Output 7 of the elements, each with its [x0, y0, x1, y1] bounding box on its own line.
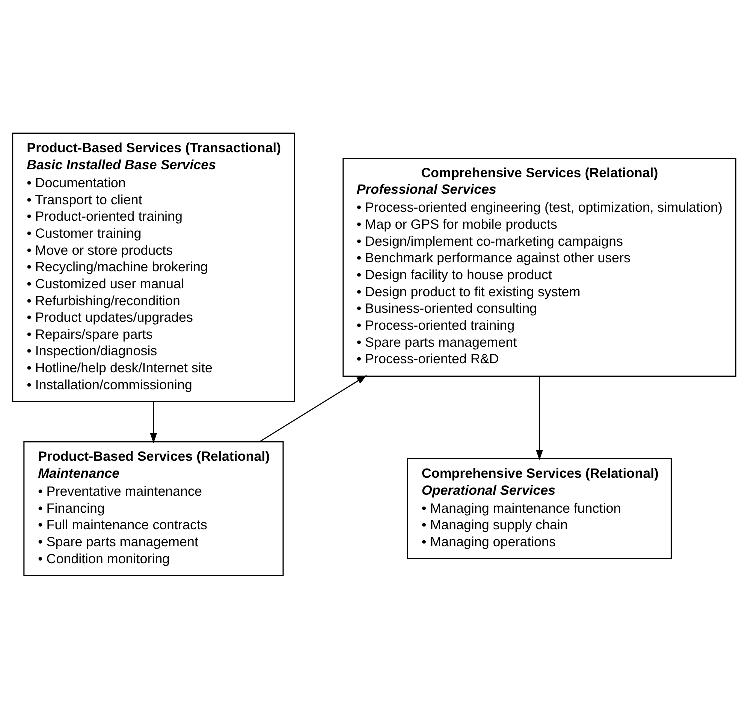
node-box: Comprehensive Services (Relational) Operational Services • Managing maintenance function • Managing supply chain • Managing operations	[407, 458, 672, 560]
node-box: Comprehensive Services (Relational) Professional Services • Process-oriented engineering (test, optimization, simulation) • Map or GPS for mobile products • Design/implement co-marketing campaigns • Benchmark performance against other users • Design facility to house product • Design product to fit existing system • Business-oriented consulting • Process-oriented training • Spare parts management • Process-oriented R&D	[342, 158, 737, 377]
arrow	[260, 376, 368, 442]
node-box: Product-Based Services (Transactional) Basic Installed Base Services • Documentation • Transport to client • Product-oriented training • Customer training • Move or store products • Recycling/machine brokering • Customized user manual • Refurbishing/recondition • Product updates/upgrades • Repairs/spare parts • Inspection/diagnosis • Hotline/help desk/Internet site • Installation/commissioning	[12, 132, 296, 402]
arrow	[536, 376, 544, 460]
node-box: Product-Based Services (Relational) Maintenance • Preventative maintenance • Financing • Full maintenance contracts • Spare parts management • Condition monitoring	[24, 441, 284, 576]
arrow	[150, 402, 158, 444]
